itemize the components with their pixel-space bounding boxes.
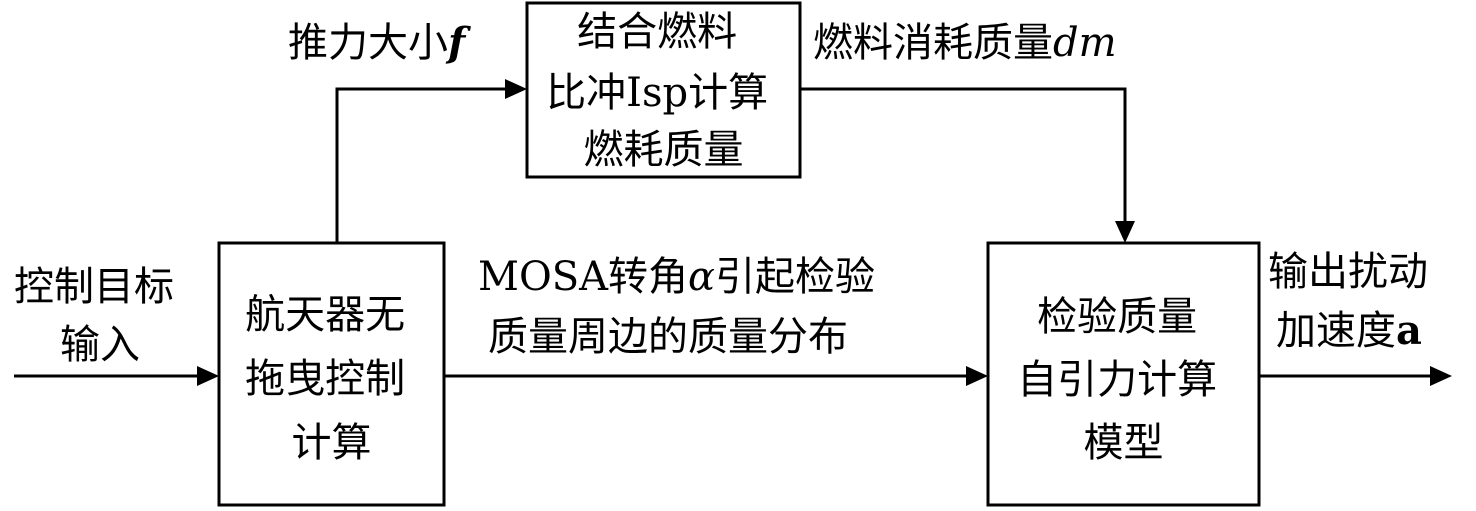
fuel-mass-arrow-head: [1115, 221, 1135, 243]
thrust-symbol: f: [445, 19, 471, 66]
gravity-box-text: 检验质量 自引力计算 模型: [1017, 294, 1230, 466]
output-prefix: 加速度: [1276, 308, 1396, 354]
thrust-arrow-head: [505, 79, 527, 99]
controller-box: [217, 241, 446, 507]
mosa-label-line-1: MOSA转角α引起检验: [478, 254, 875, 300]
output-label-line-2: 加速度a: [1276, 307, 1422, 354]
controller-line-1: 航天器无: [245, 292, 405, 338]
output-label-line-1: 输出扰动: [1268, 249, 1428, 295]
controller-line-3: 计算: [292, 420, 372, 466]
mosa-label-line-2: 质量周边的质量分布: [488, 314, 848, 360]
output-arrow-head: [1430, 366, 1452, 386]
thrust-label: 推力大小f: [288, 19, 471, 66]
fuel-line-3: 燃耗质量: [584, 127, 744, 173]
fuel-box-text: 结合燃料 比冲Isp计算 燃耗质量: [546, 9, 781, 173]
mosa-prefix: MOSA转角: [478, 254, 688, 300]
fuel-box: [525, 1, 802, 179]
fuel-mass-arrow-line: [800, 87, 1127, 224]
fuel-line-1: 结合燃料: [577, 9, 737, 55]
input-label-line-1: 控制目标: [14, 264, 174, 310]
fuel-mass-label: 燃料消耗质量dm: [813, 20, 1117, 66]
gravity-line-1: 检验质量: [1037, 294, 1197, 340]
fuel-mass-symbol: dm: [1053, 20, 1117, 66]
fuel-mass-label-text: 燃料消耗质量: [813, 20, 1053, 66]
gravity-line-3: 模型: [1084, 420, 1164, 466]
mosa-arrow-head: [966, 366, 988, 386]
input-label-line-2: 输入: [60, 322, 140, 368]
mosa-alpha-symbol: α: [688, 254, 715, 300]
input-label: 控制目标 输入: [14, 264, 187, 368]
output-symbol: a: [1396, 307, 1422, 354]
thrust-arrow-line: [335, 87, 508, 243]
gravity-box: [986, 241, 1261, 507]
mosa-label: MOSA转角α引起检验 质量周边的质量分布: [478, 254, 888, 360]
fuel-line-2: 比冲Isp计算: [546, 70, 768, 116]
output-label: 输出扰动 加速度a: [1268, 249, 1441, 354]
thrust-label-text: 推力大小: [288, 20, 448, 66]
gravity-line-2: 自引力计算: [1017, 357, 1217, 403]
controller-line-2: 拖曳控制: [245, 356, 405, 402]
mosa-suffix: 引起检验: [715, 254, 875, 300]
input-arrow-head: [197, 366, 219, 386]
controller-box-text: 航天器无 拖曳控制 计算: [245, 292, 418, 466]
